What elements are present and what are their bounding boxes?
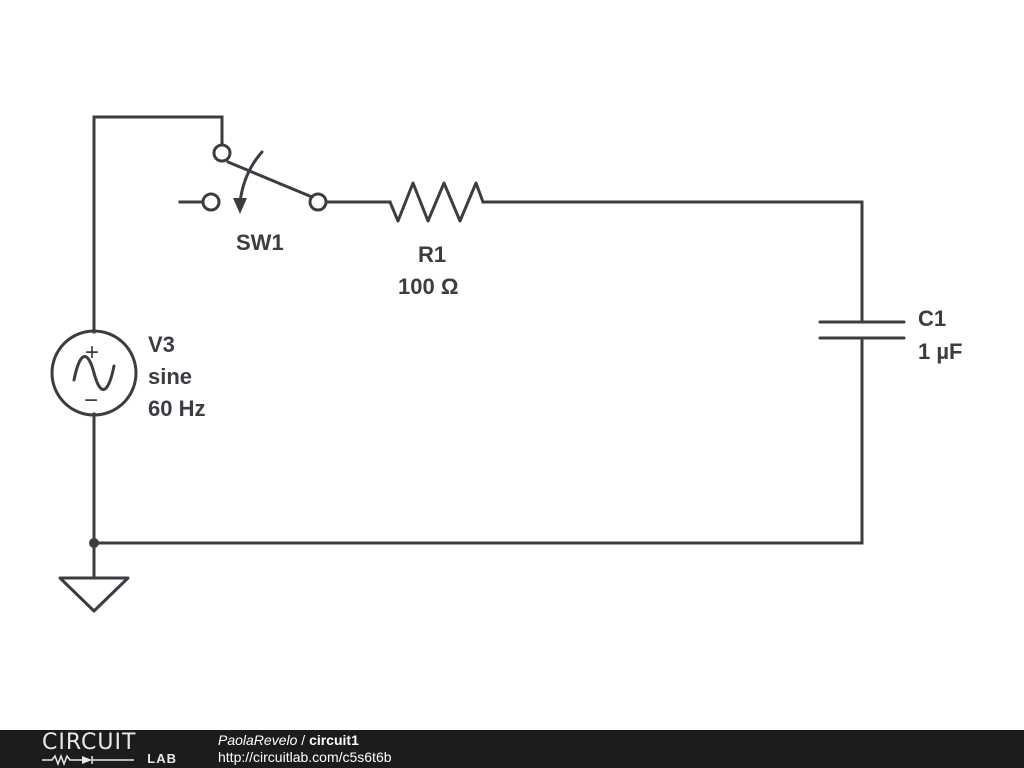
footer-separator: / — [297, 732, 310, 748]
switch-ref-label: SW1 — [236, 230, 284, 255]
switch-terminal-right — [308, 192, 328, 212]
junction-dot — [89, 538, 99, 548]
sine-wave-icon — [72, 355, 116, 391]
capacitor-value-label: 1 µF — [918, 339, 962, 364]
wire-resistor-to-capacitor — [481, 200, 864, 324]
switch-throw-arc — [238, 150, 264, 204]
switch-terminal-common — [212, 143, 232, 163]
circuit-schematic: + − V3 sine 60 Hz SW1 R1 100 Ω C1 1 µF — [50, 115, 962, 613]
wires — [92, 115, 864, 580]
source-ref-label: V3 — [148, 332, 175, 357]
source-type-label: sine — [148, 364, 192, 389]
resistor-zigzag — [388, 181, 485, 223]
capacitor-c1[interactable] — [818, 320, 906, 340]
source-frequency-label: 60 Hz — [148, 396, 205, 421]
logo-text-circuit: CIRCUIT — [42, 730, 137, 755]
resistor-r1[interactable] — [388, 181, 485, 223]
switch-arrow-icon — [233, 198, 247, 214]
switch-terminal-left — [201, 192, 221, 212]
resistor-value-label: 100 Ω — [398, 274, 458, 299]
author-link[interactable]: PaolaRevelo — [218, 732, 298, 748]
logo-text-lab: LAB — [147, 751, 177, 766]
voltage-source-v3[interactable]: + − — [50, 329, 138, 417]
switch-lever — [226, 160, 314, 199]
footer-info: PaolaRevelo / circuit1 http://circuitlab… — [218, 732, 392, 766]
source-minus-sign: − — [84, 387, 98, 414]
wire-capacitor-to-ground — [92, 336, 864, 545]
resistor-ref-label: R1 — [418, 242, 446, 267]
source-circle — [50, 329, 138, 417]
logo-waveform-icon — [42, 754, 134, 766]
ground-symbol — [58, 576, 130, 613]
circuit-title-link[interactable]: circuit1 — [309, 732, 359, 748]
switch-sw1[interactable] — [201, 143, 328, 214]
circuit-url-link[interactable]: http://circuitlab.com/c5s6t6b — [218, 749, 392, 765]
capacitor-ref-label: C1 — [918, 306, 946, 331]
source-plus-sign: + — [85, 339, 99, 366]
circuitlab-logo[interactable]: CIRCUIT LAB — [42, 732, 177, 766]
wire-top-left — [92, 115, 224, 334]
footer-bar: CIRCUIT LAB PaolaRevelo / circuit1 http:… — [0, 730, 1024, 768]
